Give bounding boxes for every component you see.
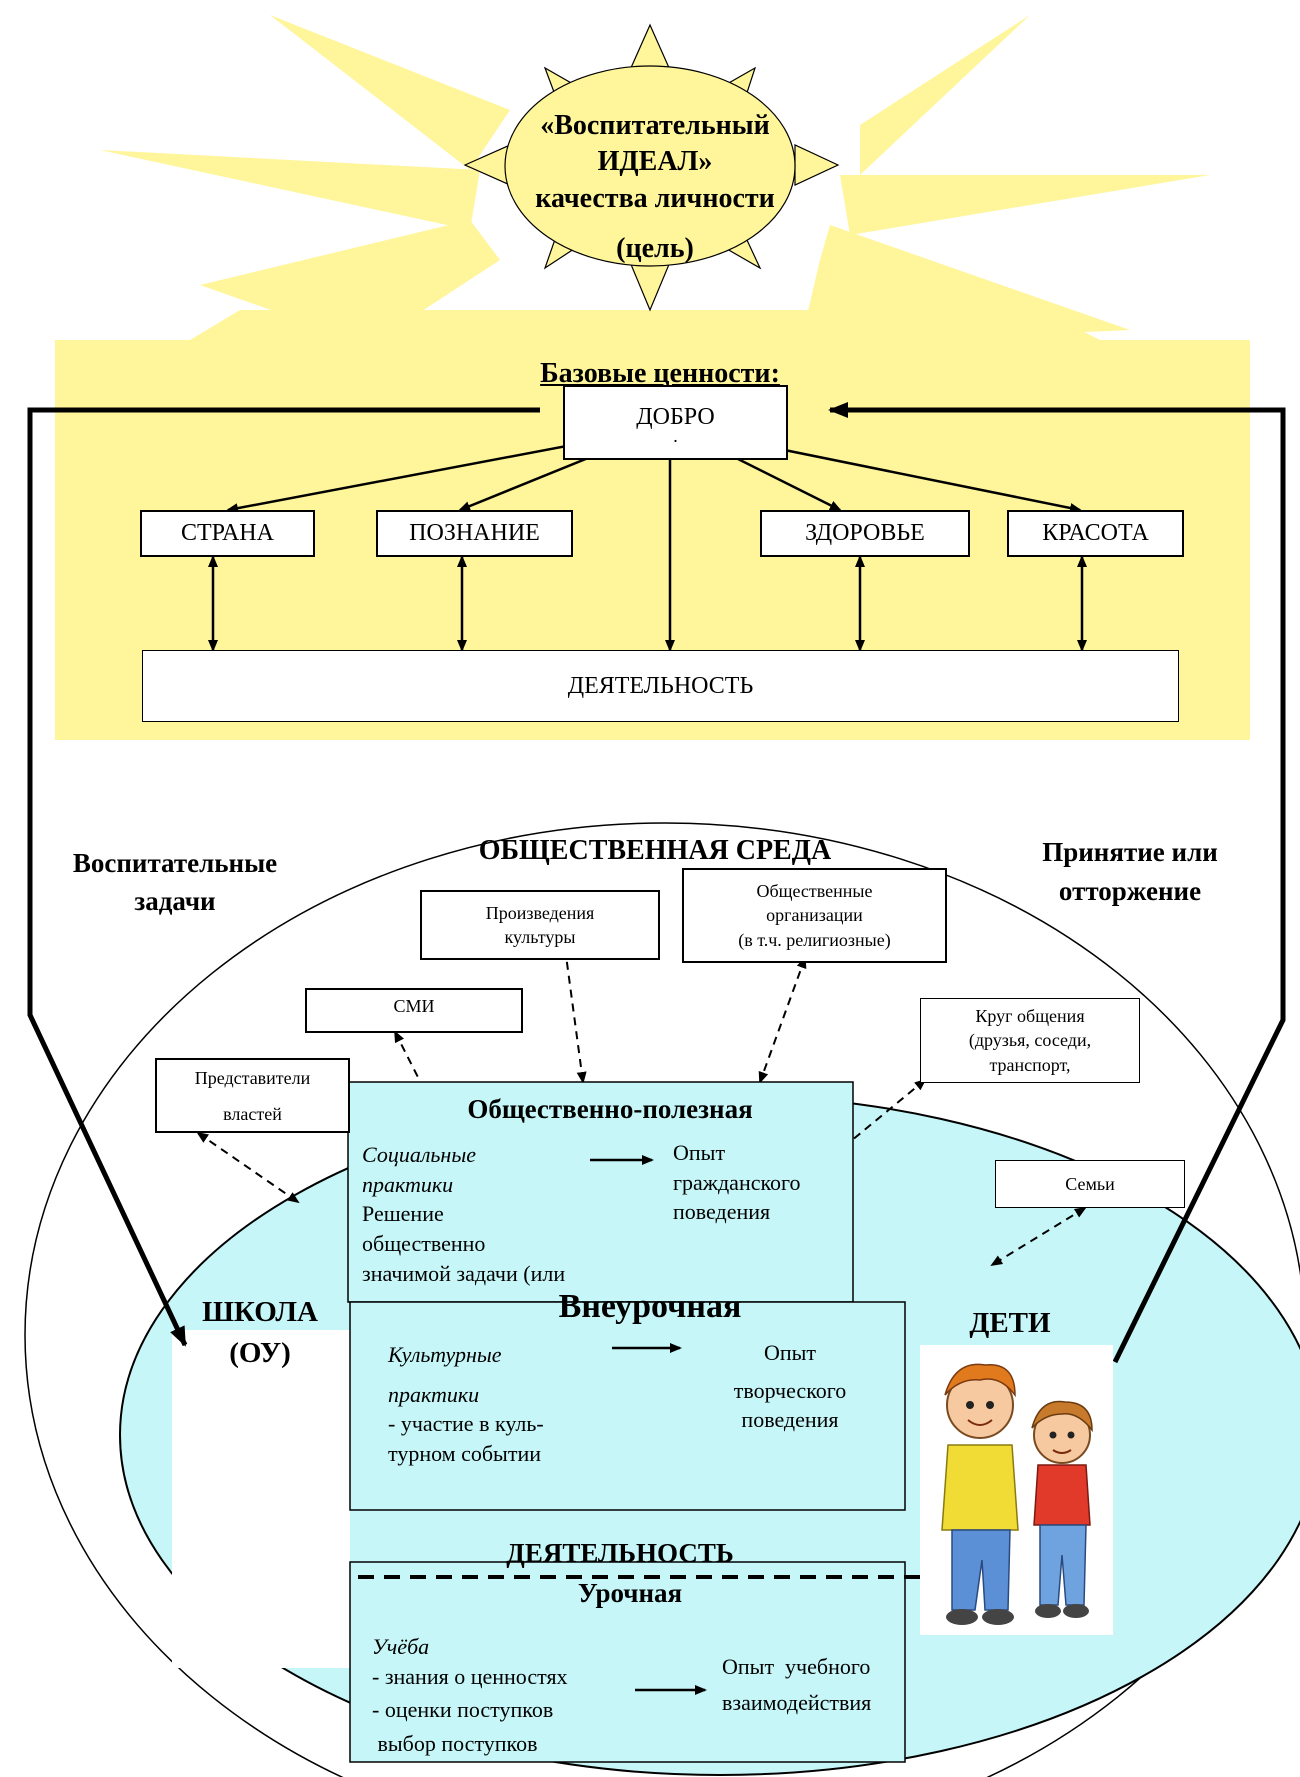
env-orgs-line-1: Общественные [756,881,873,902]
env-circle-line-1: Круг общения [975,1006,1085,1027]
value-box-good: ДОБРО . [563,385,788,460]
lesson-desc-line-2: - оценки поступков [372,1697,554,1723]
value-label-good-mark: . [673,426,678,446]
env-circle-line-2: (друзья, соседи, [968,1030,1092,1051]
env-box-media: СМИ [305,988,523,1033]
extra-practice-line-2: практики [388,1381,480,1407]
env-circle-line-3: транспорт, [989,1054,1071,1075]
school-line-2: (ОУ) [229,1336,291,1369]
env-orgs-line-3: (в т.ч. религиозные) [738,929,891,950]
activity-social-title: Общественно-полезная [467,1094,753,1124]
side-arrows [27,402,1286,1364]
env-box-authorities: Представители властей [155,1058,350,1133]
sun-icon [463,23,840,312]
school-label: ШКОЛА (ОУ) [185,1292,335,1373]
env-box-culture: Произведения культуры [420,890,660,960]
school-line-1: ШКОЛА [202,1296,318,1328]
lesson-desc-line-1: - знания о ценностях [372,1663,568,1689]
env-authorities-line-2: властей [223,1103,282,1124]
value-box-health: ЗДОРОВЬЕ [760,510,970,557]
value-label-country: СТРАНА [181,520,274,546]
sun-title: «Воспитательный ИДЕАЛ» качества личности… [445,108,865,268]
social-practice-line-2: практики [362,1171,454,1197]
env-culture-line-2: культуры [504,927,576,947]
activity-lesson-title: Урочная [577,1578,683,1608]
extra-practice-line-1: Культурные [388,1342,502,1367]
lesson-practice: Учёба [372,1634,430,1659]
value-label-good: ДОБРО [636,404,715,430]
value-box-knowledge: ПОЗНАНИЕ [376,510,573,557]
label-educational-tasks: Воспитательные задачи [40,845,310,921]
activity-lesson-text: Учёба - знания о ценностях - оценки пост… [372,1632,642,1759]
social-desc-line-1: Решение [362,1201,444,1227]
sun-line-2: ИДЕАЛ» [597,146,713,178]
value-box-beauty: КРАСОТА [1007,510,1184,557]
base-values-title: Базовые ценности: [540,358,780,389]
social-practice-line-1: Социальные [362,1142,477,1167]
label-acceptance: Принятие или отторжение [1010,833,1250,911]
env-media-label: СМИ [393,996,435,1016]
value-label-activity: ДЕЯТЕЛЬНОСТЬ [567,672,754,699]
lesson-desc-line-3: выбор поступков [372,1731,538,1757]
extra-result-line-3: поведения [741,1407,839,1433]
activity-social-result: Опыт гражданского поведения [673,1138,853,1227]
value-box-activity: ДЕЯТЕЛЬНОСТЬ [142,650,1179,722]
environment-title: ОБЩЕСТВЕННАЯ СРЕДА [478,835,832,866]
label-acceptance-line-2: отторжение [1058,876,1202,907]
label-acceptance-line-1: Принятие или [1042,837,1218,867]
children-label: ДЕТИ [969,1307,1051,1339]
sun-line-1: «Воспитательный [540,110,770,141]
env-families-label: Семьи [1065,1173,1115,1194]
activity-extra-result: Опыт творческого поведения [700,1338,880,1435]
value-label-health: ЗДОРОВЬЕ [805,520,925,546]
lesson-result-line-1: Опыт учебного [722,1654,871,1679]
social-result-line-2: гражданского [673,1169,801,1195]
activity-lesson-result: Опыт учебного взаимодействия [722,1652,912,1717]
value-label-beauty: КРАСОТА [1042,520,1149,546]
env-orgs-line-2: организации [766,905,863,926]
activity-boxes [347,1081,906,1763]
sun-line-4: (цель) [616,233,694,265]
env-culture-line-1: Произведения [485,902,595,923]
env-authorities-line-1: Представители [194,1067,311,1088]
school-panel [172,1330,350,1668]
social-desc-line-2: общественно [362,1231,486,1257]
result-arrows [590,1155,707,1695]
children-illustration [920,1345,1113,1635]
env-box-social-circle: Круг общения (друзья, соседи, транспорт, [920,998,1140,1083]
label-educational-tasks-line-1: Воспитательные [72,848,278,878]
env-box-organizations: Общественные организации (в т.ч. религио… [682,868,947,963]
activity-label: ДЕЯТЕЛЬНОСТЬ [506,1538,734,1568]
sun-line-3: качества личности [535,182,775,214]
social-result-line-1: Опыт [673,1140,726,1165]
extra-result-line-2: творческого [733,1377,847,1403]
girl-icon [1031,1400,1093,1618]
extra-result-line-1: Опыт [763,1340,817,1365]
social-result-line-3: поведения [673,1199,771,1225]
boy-icon [941,1363,1019,1625]
lesson-result-line-2: взаимодействия [722,1689,872,1715]
activity-extra-text: Культурные практики - участие в куль- ту… [388,1340,628,1469]
env-box-families: Семьи [995,1160,1185,1208]
environment-ellipse [24,822,1300,1777]
social-desc-line-3: значимой задачи (или [362,1260,566,1286]
activity-extra-title: Внеурочная [558,1288,742,1325]
label-educational-tasks-line-2: задачи [134,885,216,916]
activity-social-text: Социальные практики Решение общественно … [362,1140,602,1288]
extra-desc-line-1: - участие в куль- [388,1411,544,1437]
value-label-knowledge: ПОЗНАНИЕ [409,520,540,546]
extra-desc-line-2: турном событии [388,1441,542,1467]
value-box-country: СТРАНА [140,510,315,557]
